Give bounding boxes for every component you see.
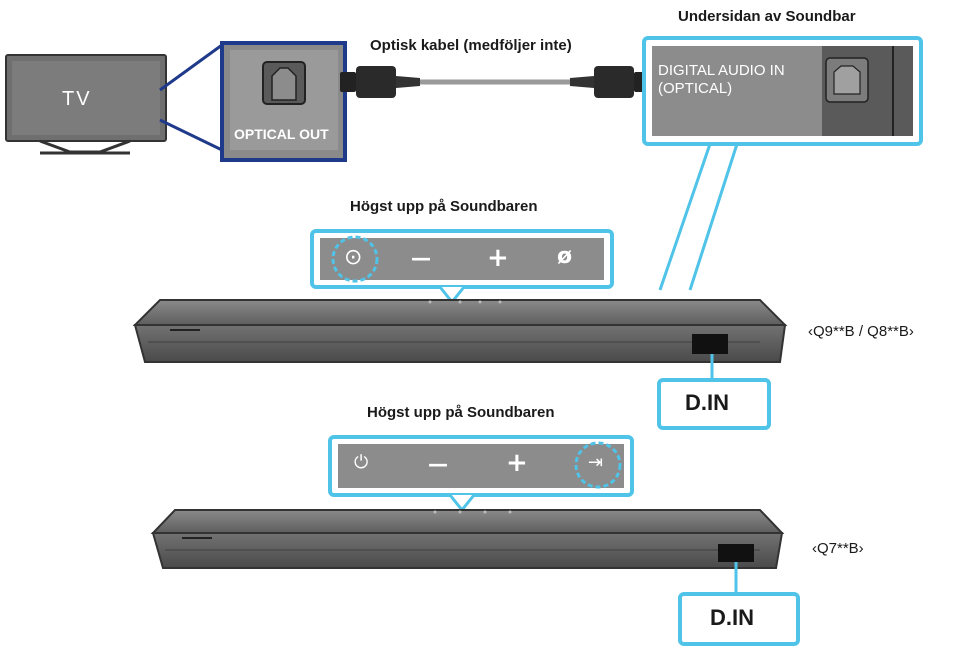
tv-label: TV: [62, 88, 92, 110]
soundbar-2: [150, 509, 785, 594]
optical-out-callout: [220, 41, 347, 162]
power-icon: ⊙: [344, 245, 363, 270]
cable-label: Optisk kabel (medföljer inte): [370, 37, 572, 54]
volume-up-icon: +: [487, 243, 509, 273]
din-tag-2: D.IN: [710, 605, 754, 630]
top-panel-1-title: Högst upp på Soundbaren: [350, 198, 538, 215]
tv-illustration: [5, 54, 167, 155]
volume-up-icon-2: +: [506, 448, 528, 478]
optical-cable: [340, 66, 650, 98]
soundbar-bottom-title: Undersidan av Soundbar: [678, 8, 856, 25]
mic-mute-icon: ø: [557, 244, 573, 269]
din-tag-1: D.IN: [685, 390, 729, 415]
volume-down-icon: —: [411, 246, 431, 270]
din-tag-1-box: [657, 378, 771, 430]
soundbar-bottom-callout: [642, 36, 923, 291]
din-tag-2-box: [678, 592, 800, 646]
top-panel-2-title: Högst upp på Soundbaren: [367, 404, 555, 421]
soundbar-1: [132, 299, 788, 380]
top-panel-2: [328, 435, 634, 513]
source-icon: ⇥: [588, 452, 604, 473]
optical-out-label: OPTICAL OUT: [234, 126, 329, 142]
digital-audio-in-label: DIGITAL AUDIO IN: [658, 62, 785, 79]
digital-audio-in-label-2: (OPTICAL): [658, 80, 733, 97]
tv-callout-lines: [159, 43, 223, 152]
model-2-label: ‹Q7**B›: [812, 540, 864, 557]
power-icon-2: ⏻: [354, 452, 369, 473]
volume-down-icon-2: —: [428, 452, 448, 476]
model-1-label: ‹Q9**B / Q8**B›: [808, 323, 914, 340]
